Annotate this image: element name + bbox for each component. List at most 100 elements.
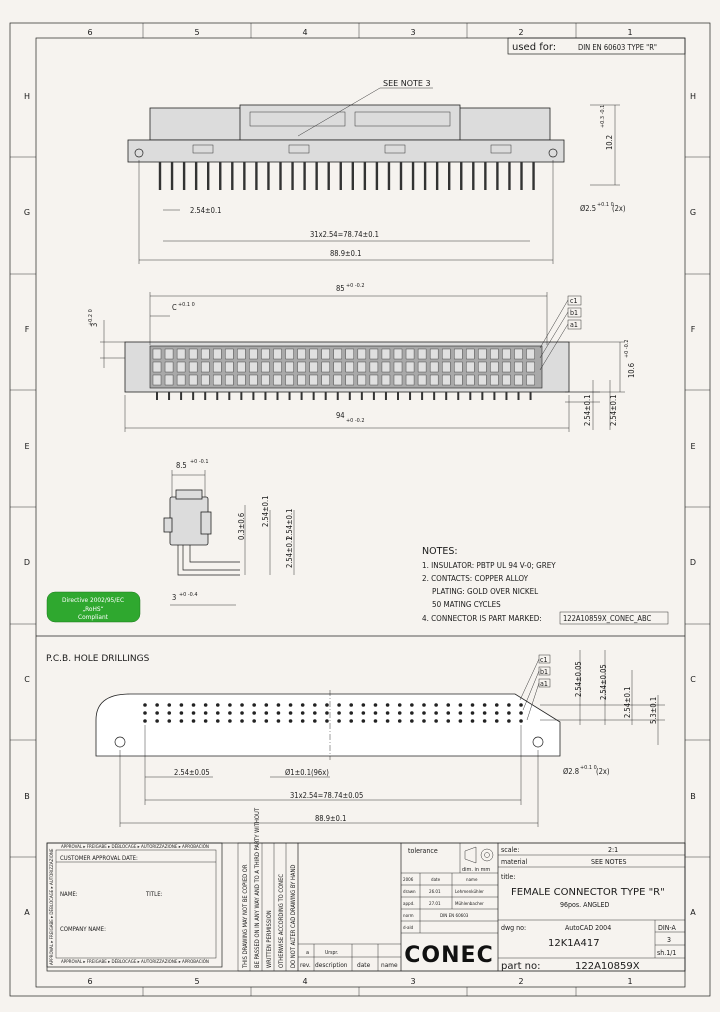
contact-window bbox=[152, 361, 162, 373]
inner-frame bbox=[35, 37, 686, 988]
sheet-label: sh.1/1 bbox=[657, 949, 676, 957]
pcb-hole bbox=[264, 719, 269, 723]
top-width-tol: +0 -0.2 bbox=[346, 418, 365, 424]
cad-version: AutoCAD 2004 bbox=[565, 924, 611, 932]
format-label: DIN-A bbox=[658, 924, 677, 932]
top-pins bbox=[156, 392, 532, 400]
notes: NOTES: 1. INSULATOR: PBTP UL 94 V-0; GRE… bbox=[422, 546, 669, 625]
pcb-hole bbox=[313, 719, 317, 723]
pcb-r4: 5.3±0.1 bbox=[649, 697, 658, 724]
row-label: E bbox=[690, 442, 695, 451]
col-label: 2 bbox=[518, 28, 523, 37]
top-pin bbox=[348, 392, 351, 400]
pcb-hole bbox=[203, 719, 208, 723]
front-pin bbox=[472, 162, 475, 190]
contact-window bbox=[261, 374, 270, 386]
pcb-hole bbox=[410, 719, 414, 723]
front-hole: Ø2.5 bbox=[580, 204, 596, 213]
top-view: 85 +0 -0.2 C +0.1 0 3 +0.2 0 94 +0 -0.2 … bbox=[88, 283, 636, 432]
front-pin bbox=[158, 162, 162, 190]
pcb-mount-right bbox=[532, 736, 544, 748]
top-pin bbox=[156, 392, 158, 400]
row-label: D bbox=[24, 558, 30, 567]
top-pin bbox=[312, 392, 315, 400]
pcb-hole bbox=[228, 703, 232, 707]
top-pin bbox=[228, 392, 231, 400]
pcb-hole bbox=[337, 711, 341, 715]
front-pin bbox=[423, 162, 427, 190]
contact-window bbox=[526, 348, 535, 360]
contact-window bbox=[152, 348, 162, 360]
pcb-hole: Ø1±0.1 bbox=[285, 768, 311, 777]
dwg-number: 12K1A417 bbox=[548, 938, 600, 949]
pcb-holes bbox=[143, 703, 523, 723]
pcb-hole bbox=[519, 719, 523, 723]
row-label: E bbox=[24, 442, 29, 451]
logo-text: CONEC bbox=[404, 943, 493, 968]
contact-window bbox=[249, 374, 258, 386]
pcb-view: P.C.B. HOLE DRILLINGS c1 b1 a1 2.54±0.05… bbox=[46, 650, 665, 827]
front-pin bbox=[496, 162, 499, 190]
front-pin bbox=[182, 162, 186, 190]
contact-window bbox=[466, 348, 475, 360]
note-4: 4. CONNECTOR IS PART MARKED: bbox=[422, 614, 542, 623]
pcb-hole bbox=[288, 711, 293, 715]
pcb-hole bbox=[361, 719, 366, 723]
pcb-hole-count: (96x) bbox=[311, 768, 329, 777]
contact-window bbox=[176, 374, 186, 386]
top-width: 94 bbox=[336, 411, 345, 420]
front-pins bbox=[158, 162, 535, 190]
contact-window bbox=[514, 348, 523, 360]
pcb-hole bbox=[458, 711, 463, 715]
top-depth-tol: +0 -0.2 bbox=[624, 339, 630, 358]
contact-window bbox=[454, 361, 463, 373]
contact-window bbox=[321, 361, 330, 373]
contact-window bbox=[442, 374, 451, 386]
col-label: 5 bbox=[194, 28, 199, 37]
tb-row2-k: appd. bbox=[403, 901, 414, 907]
row-label: F bbox=[25, 325, 30, 334]
pcb-hole bbox=[313, 711, 317, 715]
scale-label: scale: bbox=[501, 846, 519, 854]
pcb-hole bbox=[434, 711, 438, 715]
pcb-mount-count: (2x) bbox=[596, 767, 610, 776]
tb-row0-n: name bbox=[466, 878, 478, 883]
front-pin bbox=[399, 162, 403, 190]
col-label: 1 bbox=[627, 28, 632, 37]
contact-window bbox=[237, 348, 246, 360]
contact-window bbox=[405, 361, 415, 373]
pcb-hole bbox=[155, 703, 159, 707]
contact-window bbox=[490, 348, 499, 360]
approval-company: COMPANY NAME: bbox=[60, 926, 106, 933]
contact-window bbox=[188, 374, 198, 386]
pcb-hole bbox=[215, 703, 220, 707]
side-pin-a bbox=[177, 545, 240, 576]
contact-window bbox=[478, 374, 487, 386]
top-pin bbox=[529, 392, 532, 400]
top-pin bbox=[421, 392, 424, 400]
pcb-hole bbox=[155, 711, 159, 715]
pcb-hole bbox=[252, 719, 256, 723]
rohs-line2: „RoHS“ bbox=[82, 605, 103, 613]
col-label: 5 bbox=[194, 977, 199, 986]
pcb-hole bbox=[349, 703, 354, 707]
pcb-hole bbox=[240, 711, 244, 715]
contact-window bbox=[297, 361, 306, 373]
contact-window bbox=[321, 374, 330, 386]
pcb-hole bbox=[300, 719, 305, 723]
front-view: SEE NOTE 3 2.54±0.1 31x2.54=78.74±0.1 88… bbox=[127, 79, 626, 264]
pcb-hole bbox=[143, 711, 147, 715]
contact-window bbox=[417, 361, 427, 373]
side-view: 8.5 +0 -0.1 0.3±0.6 2.54±0.1 2.54±0.1 2.… bbox=[163, 459, 295, 606]
col-label: 4 bbox=[302, 28, 307, 37]
contact-window bbox=[381, 348, 391, 360]
pcb-mount-left bbox=[114, 736, 126, 748]
side-pin-c bbox=[189, 545, 240, 563]
pcb-hole bbox=[507, 703, 511, 707]
contact-window bbox=[164, 374, 174, 386]
part-number: 122A10859X bbox=[575, 961, 640, 972]
top-pin bbox=[384, 392, 387, 400]
pcb-hole bbox=[373, 711, 378, 715]
row-label: G bbox=[24, 208, 30, 217]
pcb-hole bbox=[446, 719, 451, 723]
